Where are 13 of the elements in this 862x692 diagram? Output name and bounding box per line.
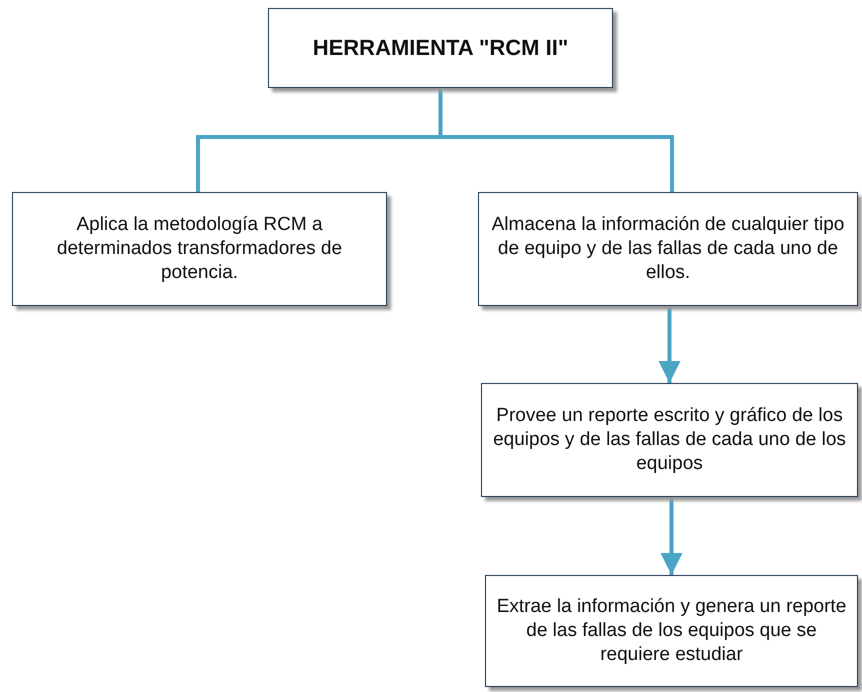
process-box: [481, 383, 858, 497]
process-box: [485, 575, 858, 687]
node-text: Extrae la información y genera un reporte de las fallas de los equipos que se requiere estudiar: [496, 595, 847, 667]
arrow: [660, 497, 682, 575]
connector-line: [438, 88, 674, 192]
node-text: Provee un reporte escrito y gráfico de los equipos y de las fallas de cada uno de los equipos: [492, 404, 847, 476]
process-box: [478, 192, 858, 306]
node-text: Aplica la metodología RCM a determinados transformadores de potencia.: [56, 213, 344, 285]
node-text: Almacena la información de cualquier tipo de equipo y de las fallas de cada uno de ellos.: [490, 213, 846, 285]
process-box: [12, 192, 387, 306]
title-text: HERRAMIENTA "RCM II": [312, 34, 568, 62]
arrow: [658, 306, 680, 383]
process-box: [268, 8, 613, 88]
